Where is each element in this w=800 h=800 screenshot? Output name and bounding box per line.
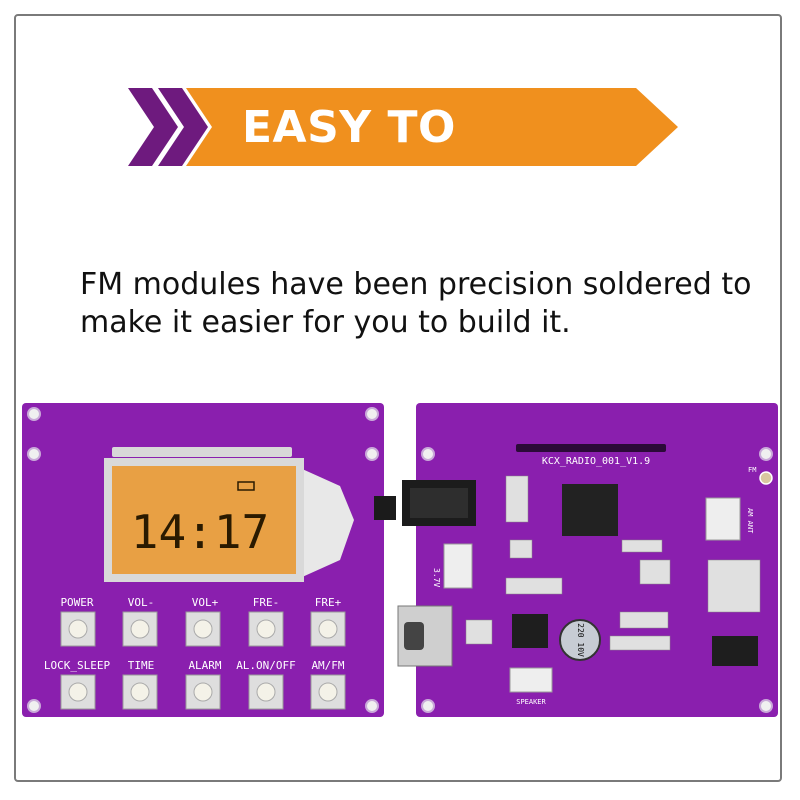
button-vol-minus[interactable] — [122, 611, 158, 647]
button-lock-sleep[interactable] — [60, 674, 96, 710]
description-line-1: FM modules have been precision soldered … — [80, 267, 752, 302]
battery-connector — [443, 543, 473, 589]
label-time: TIME — [128, 659, 155, 672]
button-al-on-off[interactable] — [248, 674, 284, 710]
chevron-1 — [128, 88, 178, 166]
mount-hole — [27, 447, 41, 461]
battery-label: 3.7V — [432, 568, 441, 587]
mount-hole — [759, 699, 773, 713]
chevron-2 — [158, 88, 208, 166]
mount-hole — [421, 699, 435, 713]
fm-antenna-pad — [759, 471, 773, 485]
button-time[interactable] — [122, 674, 158, 710]
label-fre-minus: FRE- — [253, 596, 280, 609]
am-antenna-connector — [705, 497, 741, 541]
battery-indicator — [237, 481, 255, 491]
mount-hole — [27, 407, 41, 421]
label-vol-minus: VOL- — [128, 596, 155, 609]
speaker-label: SPEAKER — [516, 698, 546, 706]
fm-label: FM — [748, 466, 756, 474]
description-line-2: make it easier for you to build it. — [80, 305, 571, 340]
mount-hole — [27, 699, 41, 713]
lcd-screen — [112, 466, 296, 574]
secondary-ic — [712, 636, 758, 666]
mount-hole — [759, 447, 773, 461]
main-ic — [562, 484, 618, 536]
button-alarm[interactable] — [185, 674, 221, 710]
label-alarm: ALARM — [188, 659, 221, 672]
front-board: 14:17 POWER VOL- VOL+ FRE- FRE+ LOCK_SLE… — [22, 403, 396, 717]
lcd-pins — [112, 447, 292, 457]
button-am-fm[interactable] — [310, 674, 346, 710]
version-label: KCX_RADIO_001_V1.9 — [542, 456, 650, 467]
button-vol-plus[interactable] — [185, 611, 221, 647]
speaker-connector — [509, 667, 553, 693]
label-vol-plus: VOL+ — [192, 596, 219, 609]
antenna-label: AM ANT — [746, 508, 754, 534]
electrolytic-capacitor — [559, 619, 601, 661]
banner-title: EASY TO BUILD — [242, 102, 456, 213]
mount-hole — [365, 447, 379, 461]
button-power[interactable] — [60, 611, 96, 647]
back-board: KCX_RADIO_001_V1.9 FM 3.7V AM ANT — [397, 403, 778, 717]
mount-hole — [365, 699, 379, 713]
button-fre-minus[interactable] — [248, 611, 284, 647]
capacitor-label: 220 10V — [576, 623, 585, 657]
headphone-jack — [374, 496, 396, 520]
tactile-buttons — [60, 611, 346, 710]
label-lock-sleep: LOCK_SLEEP — [44, 659, 111, 672]
lcd-flex-cable — [300, 468, 354, 578]
banner-bar — [186, 88, 678, 166]
label-al-on-off: AL.ON/OFF — [236, 659, 296, 672]
mount-hole — [365, 407, 379, 421]
label-fre-plus: FRE+ — [315, 596, 342, 609]
mount-hole — [421, 447, 435, 461]
lcd-time: 14:17 — [131, 505, 269, 559]
button-fre-plus[interactable] — [310, 611, 346, 647]
pin-header — [516, 444, 666, 452]
label-am-fm: AM/FM — [311, 659, 344, 672]
description: FM modules have been precision soldered … — [80, 266, 760, 342]
amplifier-ic — [512, 614, 548, 648]
label-power: POWER — [60, 596, 93, 609]
